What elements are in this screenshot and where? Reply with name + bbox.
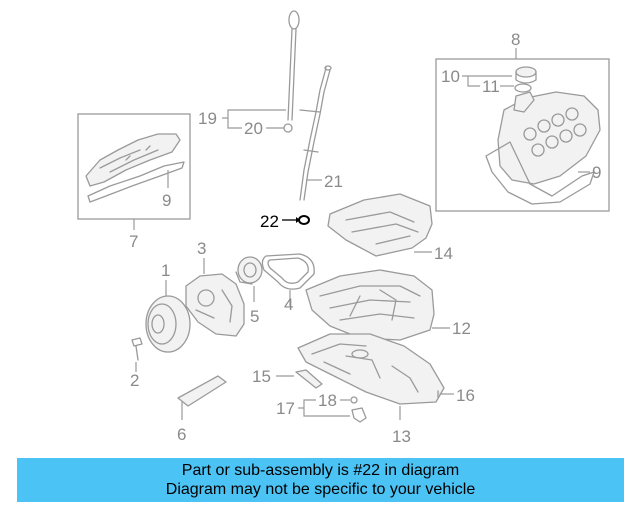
timing-belt-4 [261,253,315,290]
part-22-seal [298,215,310,225]
callout-5: 5 [250,307,259,326]
tensioner-5 [235,256,263,285]
callout-1: 1 [161,261,170,280]
callout-17: 17 [276,399,295,418]
callout-9-right: 9 [592,163,601,182]
callout-20: 20 [244,119,263,138]
oil-dipstick [283,10,300,133]
callout-6: 6 [177,425,186,444]
sealant-tube-6 [177,375,227,407]
callout-7: 7 [129,232,138,251]
banner-line-2: Diagram may not be specific to your vehi… [165,481,476,498]
plug-18 [350,396,358,404]
sensor-17 [351,407,367,423]
valve-cover-right [485,66,601,205]
callout-4: 4 [284,295,293,314]
oil-pan-upper-14 [327,193,433,257]
oil-pan-12 [305,269,435,341]
crank-pulley-1 [145,295,191,353]
callout-15: 15 [252,367,271,386]
dipstick-tube [299,65,332,201]
callout-16: 16 [456,386,475,405]
valve-cover-gasket-left [85,133,185,203]
callout-2: 2 [130,371,139,390]
bolt-2 [131,337,143,361]
callout-22: 22 [260,212,279,231]
callout-11: 11 [482,77,500,96]
callout-21: 21 [324,172,343,191]
parts-diagram: 9 7 8 10 11 9 19 20 21 22 [77,10,610,446]
info-banner: Part or sub-assembly is #22 in diagram D… [17,458,624,502]
group-box-8 [435,58,610,212]
oil-pan-lower-13 [297,333,445,405]
callout-14: 14 [434,244,453,263]
timing-cover-3 [185,273,245,337]
callout-9-left: 9 [162,191,171,210]
callout-3: 3 [197,239,206,258]
banner-line-1: Part or sub-assembly is #22 in diagram [181,462,460,479]
drain-plug-16 [437,390,447,398]
sealant-15 [295,369,323,389]
callout-12: 12 [452,319,471,338]
callout-8: 8 [511,30,520,49]
callout-18: 18 [318,391,337,410]
callout-13: 13 [392,427,411,446]
callout-10: 10 [441,67,460,86]
callout-19: 19 [198,109,217,128]
